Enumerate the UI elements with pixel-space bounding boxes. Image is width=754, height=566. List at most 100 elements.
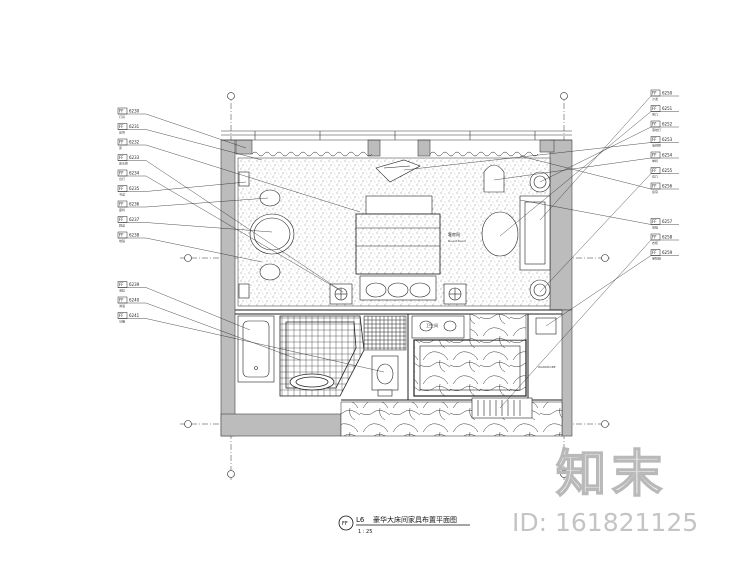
callout-number: 6239 <box>129 282 140 287</box>
callout-code: FF <box>652 250 657 255</box>
title-view-id: FF <box>342 521 348 527</box>
bedroom-area: Guest Room <box>448 239 466 243</box>
callout-desc: 圆桌 <box>119 223 125 228</box>
nightstands <box>329 283 467 305</box>
marble-floor-right <box>469 313 527 341</box>
leader-line <box>145 287 251 331</box>
callout-desc: 座椅 <box>119 207 125 212</box>
leader-line <box>539 95 652 221</box>
armchair <box>375 159 421 183</box>
callout-code: FF <box>652 219 657 224</box>
watermark-id: ID: 161821125 <box>512 508 699 537</box>
callout-code: FF <box>652 235 657 240</box>
leader-line <box>539 173 652 293</box>
leader-line <box>145 175 344 293</box>
leader-line <box>493 157 652 181</box>
callout-desc: 电视柜 <box>652 143 661 148</box>
callout-label: FF 6257 地毯 <box>519 199 679 230</box>
leader-line <box>519 199 652 225</box>
callout-code: FF <box>652 91 657 96</box>
callout-code: FF <box>119 124 124 129</box>
leader-line <box>145 222 273 233</box>
sofa-set <box>481 164 551 301</box>
leader-line <box>519 155 652 190</box>
callout-number: 6240 <box>129 298 140 303</box>
callout-label: FF 6231 窗帘 <box>117 123 263 161</box>
title-bubble <box>338 515 354 531</box>
watermark-logo: 知末 <box>555 444 668 504</box>
callout-number: 6257 <box>662 219 673 224</box>
callout-number: 6254 <box>662 153 673 158</box>
axis-bubbles <box>184 92 609 478</box>
callout-label: FF 6230 灯具 <box>117 107 247 149</box>
callout-desc: 沙发 <box>652 96 658 101</box>
leader-line <box>539 126 652 183</box>
leader-line <box>145 144 361 213</box>
callout-number: 6233 <box>129 155 140 160</box>
callout-code: FF <box>652 153 657 158</box>
callout-desc: 保险箱 <box>652 256 661 261</box>
leader-line <box>145 197 269 208</box>
bed <box>355 195 441 301</box>
callout-desc: 灯具 <box>119 114 125 119</box>
callout-number: 6238 <box>129 233 140 238</box>
callout-desc: 床头柜 <box>119 161 128 166</box>
callout-number: 6250 <box>662 91 673 96</box>
leader-line <box>145 237 263 263</box>
callout-number: 6255 <box>662 168 673 173</box>
callout-desc: 淋浴 <box>119 303 125 308</box>
tile-floor <box>363 315 407 351</box>
round-table-set <box>238 171 295 299</box>
title-sheet-no: L6 <box>356 516 365 524</box>
callout-desc: 衣柜 <box>652 240 658 245</box>
leader-line <box>145 129 263 161</box>
callout-number: 6258 <box>662 235 673 240</box>
callout-number: 6241 <box>129 313 140 318</box>
callout-number: 6253 <box>662 137 673 142</box>
leader-line <box>145 318 385 373</box>
callout-desc: 床 <box>119 145 122 150</box>
callout-label: FF 6258 衣柜 <box>499 233 679 409</box>
drawing-title: 豪华大床间家具布置平面图 <box>373 515 457 524</box>
callout-desc: 边几 <box>652 174 658 179</box>
callout-number: 6231 <box>129 124 140 129</box>
drawing-scale: 1 : 25 <box>358 529 372 535</box>
vanity <box>411 315 465 339</box>
bath-name: 卫生间 <box>426 322 438 328</box>
callout-label: FF 6255 边几 <box>539 167 679 293</box>
bathtub <box>237 315 275 383</box>
title-block: FF L6 豪华大床间家具布置平面图 1 : 25 <box>338 515 470 535</box>
callout-code: FF <box>119 186 124 191</box>
shower <box>279 315 365 397</box>
callout-code: FF <box>119 202 124 207</box>
callout-desc: 地毯 <box>119 238 125 243</box>
callout-code: FF <box>652 184 657 189</box>
marble-inner <box>419 345 521 391</box>
callout-desc: 窗帘 <box>119 130 125 135</box>
callout-number: 6230 <box>129 109 140 114</box>
leader-line <box>403 142 652 171</box>
callout-number: 6252 <box>662 122 673 127</box>
callout-code: FF <box>652 137 657 142</box>
callout-code: FF <box>119 298 124 303</box>
leader-line <box>545 255 652 327</box>
callout-code: FF <box>119 109 124 114</box>
leader-line <box>145 160 341 291</box>
callout-code: FF <box>119 217 124 222</box>
callout-code: FF <box>652 106 657 111</box>
callout-number: 6236 <box>129 202 140 207</box>
leader-line <box>499 239 652 409</box>
walls <box>220 139 573 437</box>
callout-number: 6234 <box>129 171 140 176</box>
callout-desc: 台灯 <box>119 176 125 181</box>
callout-desc: 地毯 <box>652 225 658 230</box>
